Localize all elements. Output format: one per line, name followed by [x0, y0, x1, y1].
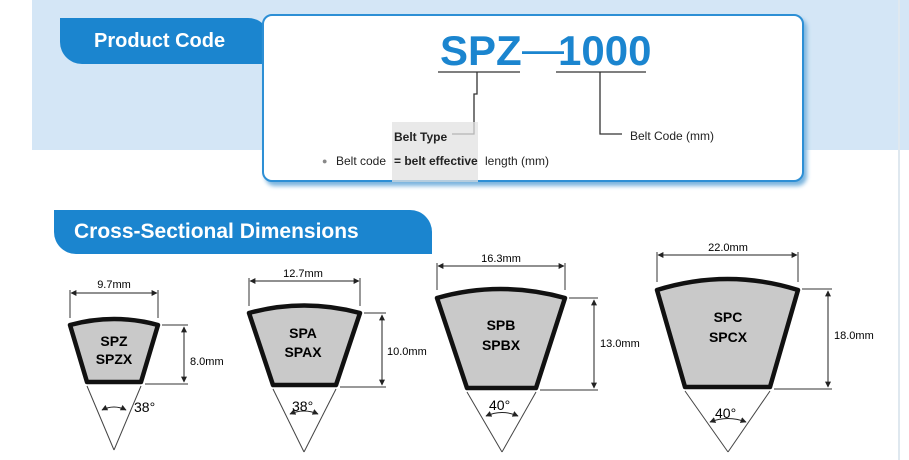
belt-section-spc: 22.0mm 18.0mm SPC SPCX 40°: [654, 242, 874, 453]
belt-name-secondary: SPBX: [482, 337, 521, 353]
belt-code-value: 1000: [558, 27, 652, 74]
belt-code-note-suffix: length (mm): [485, 154, 550, 168]
belt-code-label: Belt Code (mm): [630, 129, 715, 143]
belt-name-secondary: SPCX: [709, 329, 748, 345]
product-code-tab: Product Code: [60, 18, 270, 64]
belt-width-label: 16.3mm: [481, 253, 521, 265]
belt-profile-shape: [67, 316, 161, 385]
belt-width-label: 9.7mm: [97, 279, 131, 291]
belt-name-secondary: SPAX: [284, 344, 322, 360]
belt-height-label: 10.0mm: [387, 346, 427, 358]
belt-code-note-prefix: Belt code: [336, 154, 387, 168]
belt-width-label: 22.0mm: [708, 242, 748, 254]
belt-type-value: SPZ: [440, 27, 522, 74]
cross-section-tab: Cross-Sectional Dimensions: [54, 210, 432, 254]
belt-height-label: 8.0mm: [190, 356, 224, 368]
page-edge-line: [898, 0, 900, 460]
belt-profile-shape: [434, 286, 568, 391]
belt-angle-label: 40°: [489, 397, 510, 413]
belt-angle-label: 38°: [292, 398, 313, 414]
product-code-panel: SPZ — 1000 Belt Type Belt Code (mm) ● Be…: [262, 14, 804, 182]
belt-name-primary: SPA: [289, 325, 317, 341]
belt-name-primary: SPZ: [100, 333, 128, 349]
belt-height-label: 18.0mm: [834, 330, 874, 342]
belt-name-secondary: SPZX: [96, 351, 133, 367]
belt-angle-label: 40°: [715, 405, 736, 421]
belt-section-spz: 9.7mm 8.0mm SPZ SPZX 38°: [67, 279, 224, 451]
belt-code-note-highlight: = belt effective: [394, 154, 478, 168]
belt-type-label: Belt Type: [394, 130, 448, 144]
belt-profile-shape: [246, 303, 363, 388]
note-bullet-icon: ●: [322, 156, 328, 166]
belt-name-primary: SPC: [714, 309, 743, 325]
belt-name-primary: SPB: [487, 317, 516, 333]
code-leader-lines: [392, 71, 646, 182]
belt-angle-label: 38°: [134, 399, 155, 415]
belt-profile-shape: [654, 276, 801, 390]
belt-width-label: 12.7mm: [283, 268, 323, 280]
belt-section-spa: 12.7mm 10.0mm SPA SPAX 38°: [246, 268, 427, 453]
code-separator: —: [522, 25, 564, 72]
belt-height-label: 13.0mm: [600, 338, 640, 350]
belt-section-spb: 16.3mm 13.0mm SPB SPBX 40°: [434, 253, 640, 453]
